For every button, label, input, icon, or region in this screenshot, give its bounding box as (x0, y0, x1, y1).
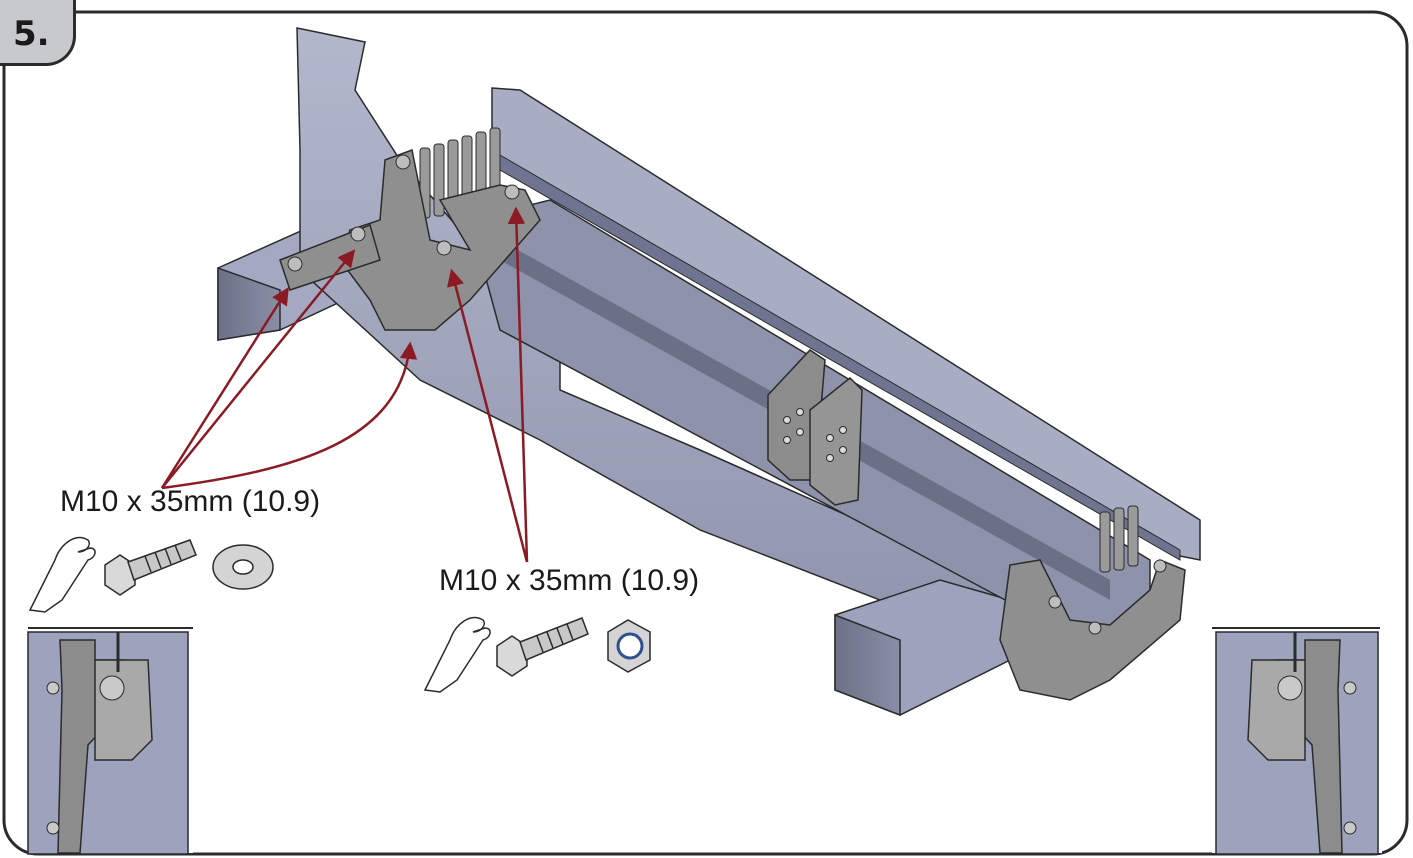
fastener-spec-left: M10 x 35mm (10.9) (60, 485, 321, 518)
left-mount-bracket (279, 148, 541, 331)
step-number: 5. (13, 14, 50, 54)
panel-border (2, 10, 1409, 856)
detail-inset-right (1212, 625, 1382, 855)
step-badge: 5. (0, 0, 76, 66)
center-hanger-brackets (767, 349, 863, 506)
right-box-beam (834, 579, 1011, 717)
callout-arrows-middle (447, 206, 529, 563)
detail-inset-left (27, 625, 193, 855)
hand-tighten-icon-mid (423, 616, 491, 693)
washer-icon (212, 544, 274, 590)
callout-arrows-left (160, 249, 418, 490)
fastener-spec-middle: M10 x 35mm (10.9) (439, 564, 700, 597)
angled-rail (469, 87, 1201, 641)
bolt-icon-mid (496, 617, 589, 677)
hand-tighten-icon (28, 536, 96, 613)
leaf-spring-right (1099, 505, 1139, 573)
right-mount-bracket (999, 559, 1186, 701)
bolt-icon (104, 539, 197, 596)
lock-nut-icon (607, 619, 651, 673)
